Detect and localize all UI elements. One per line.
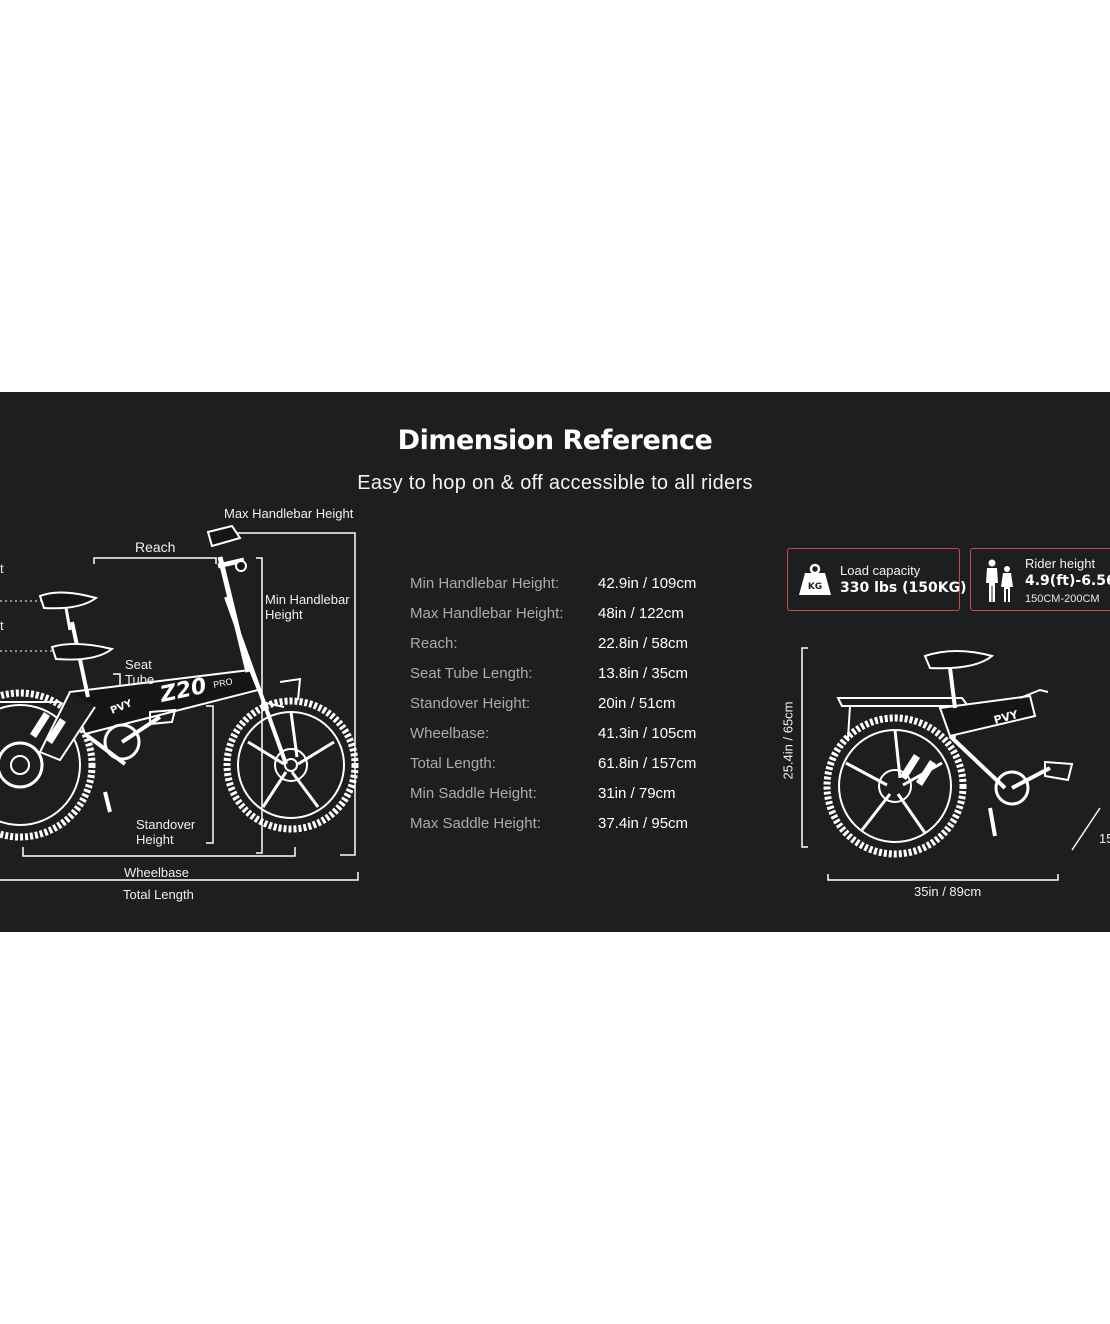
label-seat-tube: Seat Tube: [125, 657, 155, 687]
folded-depth-label: 15: [1099, 831, 1110, 846]
label-max-handlebar-height: Max Handlebar Height: [224, 506, 354, 521]
folded-height-bracket: [801, 647, 808, 848]
rider-height-range: 150CM-200CM: [1025, 593, 1100, 605]
load-capacity-value: 330 lbs (150KG): [840, 580, 967, 596]
spec-value: 20in / 51cm: [598, 695, 676, 712]
bike-frame: [0, 524, 302, 813]
people-icon: [986, 559, 1013, 602]
spec-label: Seat Tube Length:: [410, 665, 533, 682]
spec-row: Max Saddle Height: 37.4in / 95cm: [410, 815, 730, 845]
rear-wheel: [0, 689, 96, 841]
spec-value: 42.9in / 109cm: [598, 575, 697, 592]
spec-label: Min Handlebar Height:: [410, 575, 560, 592]
spec-label: Max Saddle Height:: [410, 815, 541, 832]
reach-bracket: [93, 557, 217, 564]
spec-value: 41.3in / 105cm: [598, 725, 697, 742]
label-partial-mid: t: [0, 618, 4, 633]
spec-label: Total Length:: [410, 755, 496, 772]
folded-width-label: 35in / 89cm: [914, 884, 982, 899]
front-wheel: [223, 697, 359, 833]
spec-value: 22.8in / 58cm: [598, 635, 689, 652]
spec-value: 37.4in / 95cm: [598, 815, 689, 832]
label-partial-top: t: [0, 561, 4, 576]
spec-row: Wheelbase: 41.3in / 105cm: [410, 725, 730, 755]
weight-icon: KG: [799, 563, 831, 595]
rider-height-value: 4.9(ft)-6.56(: [1025, 573, 1110, 589]
spec-row: Seat Tube Length: 13.8in / 35cm: [410, 665, 730, 695]
spec-row: Min Handlebar Height: 42.9in / 109cm: [410, 575, 730, 605]
spec-label: Min Saddle Height:: [410, 785, 537, 802]
spec-value: 48in / 122cm: [598, 605, 684, 622]
spec-row: Max Handlebar Height: 48in / 122cm: [410, 605, 730, 635]
label-min-handlebar-height: Min Handlebar Height: [265, 592, 350, 622]
folded-height-label: 25.4in / 65cm: [780, 701, 796, 780]
folded-depth-bracket: [1071, 807, 1101, 851]
spec-label: Wheelbase:: [410, 725, 490, 742]
spec-label: Max Handlebar Height:: [410, 605, 564, 622]
folded-width-bracket: [827, 874, 1059, 881]
total-length-bracket: [0, 872, 359, 881]
folded-brand-text: PVY: [992, 708, 1020, 727]
label-standover-height: Standover Height: [136, 817, 196, 847]
rider-height-card: Rider height 4.9(ft)-6.56( 150CM-200CM: [970, 548, 1110, 611]
rider-height-title: Rider height: [1025, 556, 1096, 571]
max-handlebar-bracket: [236, 532, 356, 856]
spec-value: 13.8in / 35cm: [598, 665, 689, 682]
load-capacity-title: Load capacity: [840, 563, 921, 578]
load-capacity-card: KG Load capacity 330 lbs (150KG): [787, 548, 967, 611]
page-title: Dimension Reference: [397, 425, 713, 456]
wheelbase-bracket: [22, 847, 296, 857]
spec-row: Min Saddle Height: 31in / 79cm: [410, 785, 730, 815]
spec-row: Total Length: 61.8in / 157cm: [410, 755, 730, 785]
spec-value: 61.8in / 157cm: [598, 755, 697, 772]
spec-row: Reach: 22.8in / 58cm: [410, 635, 730, 665]
standover-bracket: [206, 705, 214, 844]
page-subtitle: Easy to hop on & off accessible to all r…: [357, 472, 753, 494]
spec-value: 31in / 79cm: [598, 785, 676, 802]
frame-model-suffix: PRO: [212, 676, 233, 690]
spec-label: Standover Height:: [410, 695, 531, 712]
weight-icon-text: KG: [808, 582, 822, 592]
spec-label: Reach:: [410, 635, 458, 652]
dimension-reference-section: Dimension Reference Easy to hop on & off…: [0, 392, 1110, 932]
label-reach: Reach: [135, 539, 176, 555]
unfolded-bike-diagram: Z20 PRO PVY: [0, 524, 359, 881]
label-wheelbase: Wheelbase: [124, 865, 190, 880]
spec-table: Min Handlebar Height: 42.9in / 109cm Max…: [410, 575, 730, 845]
spec-row: Standover Height: 20in / 51cm: [410, 695, 730, 725]
label-total-length: Total Length: [123, 887, 194, 902]
folded-bike-diagram: PVY: [801, 647, 1101, 881]
